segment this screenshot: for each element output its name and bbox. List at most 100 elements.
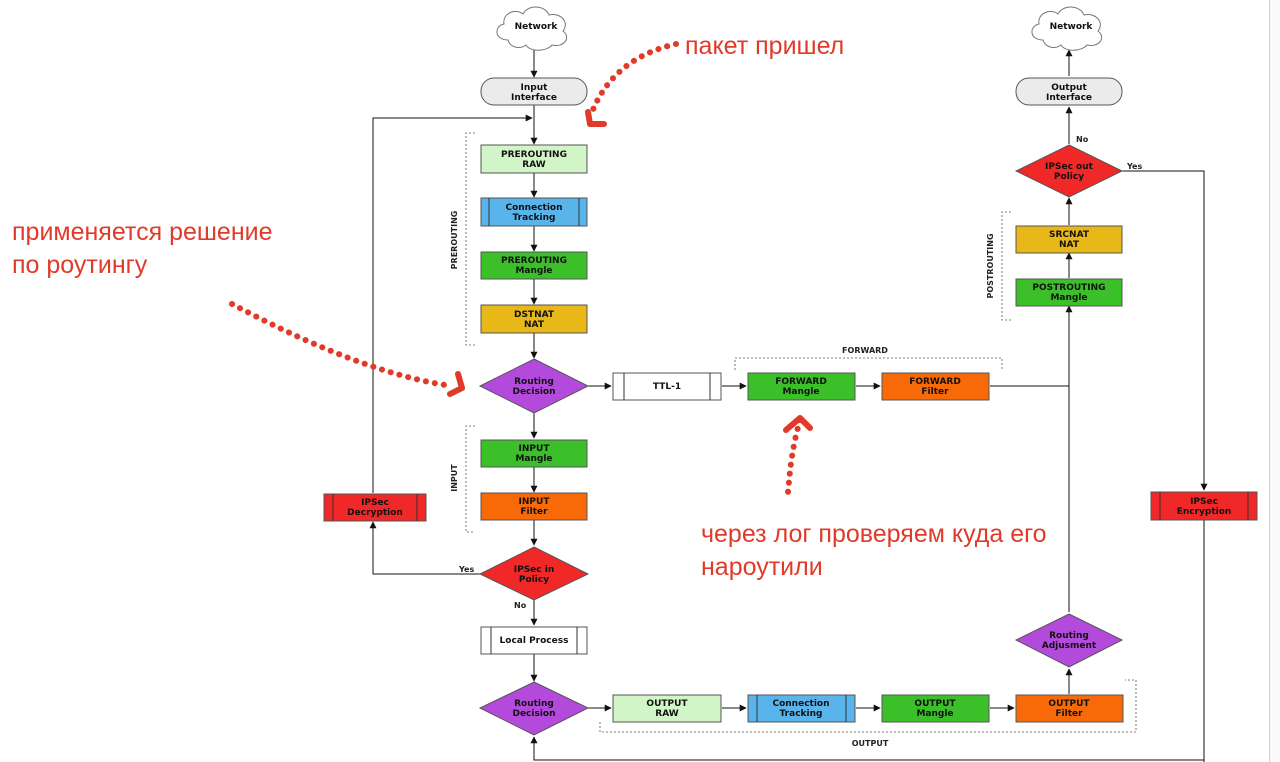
output-mangle-label-2: Mangle <box>916 709 953 719</box>
forward-mangle-node: FORWARD Mangle <box>747 372 856 401</box>
ipsec-decryption-label-2: Decryption <box>347 508 403 518</box>
postrouting-bracket <box>1001 211 1011 321</box>
prerouting-mangle-label-1: PREROUTING <box>501 256 567 266</box>
prerouting-raw-node: PREROUTING RAW <box>480 144 588 174</box>
scrollbar-edge[interactable] <box>1269 0 1280 762</box>
output-filter-node: OUTPUT Filter <box>1015 694 1124 723</box>
network-in-label: Network <box>515 22 559 32</box>
output-mangle-node: OUTPUT Mangle <box>881 694 990 723</box>
ttl-label: TTL-1 <box>653 382 681 392</box>
ipsec-out-policy-label-2: Policy <box>1054 172 1084 182</box>
routing-adjustment-node: Routing Adjusment <box>1014 613 1124 668</box>
ipsec-out-no-label: No <box>1076 135 1089 144</box>
routing-decision-1-node: Routing Decision <box>478 358 590 414</box>
connection-tracking-out-node: Connection Tracking <box>747 694 856 723</box>
network-out-cloud: Network <box>1031 6 1103 51</box>
input-group-label: INPUT <box>450 464 459 492</box>
prerouting-bracket <box>465 132 475 346</box>
prerouting-raw-label-1: PREROUTING <box>501 150 567 160</box>
forward-mangle-label-2: Mangle <box>782 387 819 397</box>
prerouting-mangle-node: PREROUTING Mangle <box>480 251 588 280</box>
local-process-node: Local Process <box>480 626 588 655</box>
output-group-label: OUTPUT <box>852 739 889 748</box>
routing-applied-arrow <box>229 301 455 389</box>
ipsec-in-policy-node: IPSec in Policy <box>478 546 590 601</box>
log-check-arrowhead <box>783 415 813 433</box>
ipsec-encryption-label-2: Encryption <box>1177 507 1232 517</box>
forward-group-label: FORWARD <box>842 346 888 355</box>
input-interface-label-1: Input <box>521 83 549 93</box>
ipsec-out-policy-label-1: IPSec out <box>1045 162 1094 172</box>
ipsec-in-no-label: No <box>514 601 527 610</box>
ipsec-in-yes-label: Yes <box>458 565 474 574</box>
routing-adjustment-label-1: Routing <box>1049 631 1089 641</box>
ipsec-in-policy-label-1: IPSec in <box>514 565 555 575</box>
forward-filter-label-2: Filter <box>921 387 949 397</box>
input-interface-node: Input Interface <box>480 77 588 106</box>
forward-bracket <box>734 357 1003 370</box>
forward-filter-node: FORWARD Filter <box>881 372 990 401</box>
output-raw-label-1: OUTPUT <box>646 699 688 709</box>
network-out-label: Network <box>1050 22 1094 32</box>
input-interface-label-2: Interface <box>511 93 557 103</box>
postrouting-mangle-label-2: Mangle <box>1050 293 1087 303</box>
annotation-arrows <box>229 41 803 495</box>
input-mangle-node: INPUT Mangle <box>480 439 588 468</box>
input-bracket <box>465 425 475 533</box>
input-mangle-label-1: INPUT <box>519 444 551 454</box>
output-mangle-label-1: OUTPUT <box>914 699 956 709</box>
routing-decision-1-label-2: Decision <box>512 387 555 397</box>
output-raw-node: OUTPUT RAW <box>612 694 722 723</box>
connection-tracking-in-label-1: Connection <box>505 203 562 213</box>
log-check-annotation: через лог проверяем куда его нароутили <box>701 520 1047 581</box>
input-filter-label-1: INPUT <box>519 497 551 507</box>
output-filter-label-1: OUTPUT <box>1048 699 1090 709</box>
connection-tracking-in-node: Connection Tracking <box>480 197 588 227</box>
srcnat-label-2: NAT <box>1059 240 1080 250</box>
prerouting-raw-label-2: RAW <box>522 160 545 170</box>
output-interface-label-1: Output <box>1051 83 1087 93</box>
edges <box>369 49 1208 762</box>
input-filter-label-2: Filter <box>520 507 548 517</box>
ttl-node: TTL-1 <box>612 372 722 401</box>
postrouting-mangle-node: POSTROUTING Mangle <box>1015 278 1123 307</box>
connection-tracking-in-label-2: Tracking <box>513 213 556 223</box>
output-interface-label-2: Interface <box>1046 93 1092 103</box>
group-brackets <box>465 132 1137 733</box>
ipsec-decryption-node: IPSec Decryption <box>323 493 427 522</box>
output-bracket <box>599 679 1137 733</box>
ipsec-in-policy-label-2: Policy <box>519 575 549 585</box>
dstnat-label-1: DSTNAT <box>514 310 555 320</box>
ipsec-out-yes-label: Yes <box>1126 162 1142 171</box>
routing-decision-1-label-1: Routing <box>514 377 554 387</box>
routing-decision-2-label-1: Routing <box>514 699 554 709</box>
routing-applied-arrowhead <box>447 371 465 397</box>
routing-applied-annotation: применяется решение по роутингу <box>12 218 273 279</box>
ipsec-encryption-node: IPSec Encryption <box>1150 491 1258 521</box>
packet-arrived-arrow <box>589 41 679 115</box>
input-filter-node: INPUT Filter <box>480 492 588 521</box>
srcnat-node: SRCNAT NAT <box>1015 225 1123 254</box>
prerouting-mangle-label-2: Mangle <box>515 266 552 276</box>
output-raw-label-2: RAW <box>655 709 678 719</box>
output-filter-label-2: Filter <box>1055 709 1083 719</box>
ipsec-encryption-label-1: IPSec <box>1190 497 1218 507</box>
postrouting-group-label: POSTROUTING <box>986 233 995 298</box>
forward-mangle-label-1: FORWARD <box>775 377 827 387</box>
connection-tracking-out-label-1: Connection <box>772 699 829 709</box>
packet-arrived-arrowhead <box>585 109 607 127</box>
prerouting-group-label: PREROUTING <box>450 211 459 270</box>
srcnat-label-1: SRCNAT <box>1049 230 1090 240</box>
ipsec-out-policy-node: IPSec out Policy <box>1014 144 1124 198</box>
ipsec-decryption-label-1: IPSec <box>361 498 389 508</box>
annotation-arrowheads <box>447 109 813 433</box>
connection-tracking-out-label-2: Tracking <box>780 709 823 719</box>
routing-decision-2-node: Routing Decision <box>478 681 590 736</box>
network-in-cloud: Network <box>496 6 568 51</box>
routing-decision-2-label-2: Decision <box>512 709 555 719</box>
forward-filter-label-1: FORWARD <box>909 377 961 387</box>
packet-arrived-annotation: пакет пришел <box>685 32 845 60</box>
output-interface-node: Output Interface <box>1015 77 1123 106</box>
input-mangle-label-2: Mangle <box>515 454 552 464</box>
